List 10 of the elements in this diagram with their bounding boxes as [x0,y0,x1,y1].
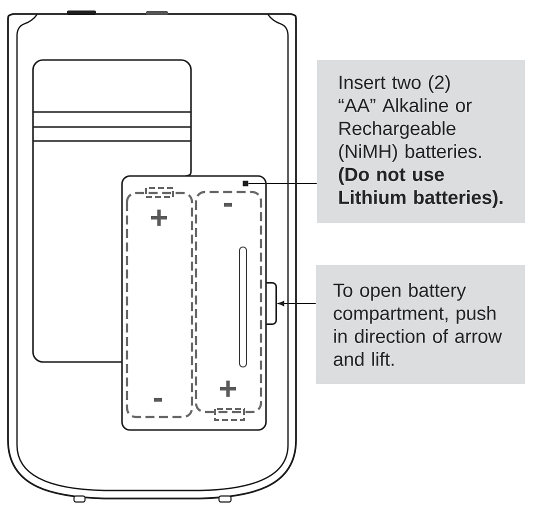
polarity-sign: + [151,210,168,226]
polarity-sign: + [220,380,236,397]
callout-box: To open battery compartment, push in direction of arrow and lift. [316,265,525,384]
callout-box: Insert two (2) “AA” Alkaline or Rechargeable (NiMH) batteries. (Do not use Lithium batteries). [317,60,525,223]
polarity-sign: - [154,398,162,402]
leader-line [278,300,316,306]
leader-line [248,183,318,184]
polarity-sign: - [224,202,232,207]
latch-tab [266,282,277,325]
square-marker [242,180,248,186]
